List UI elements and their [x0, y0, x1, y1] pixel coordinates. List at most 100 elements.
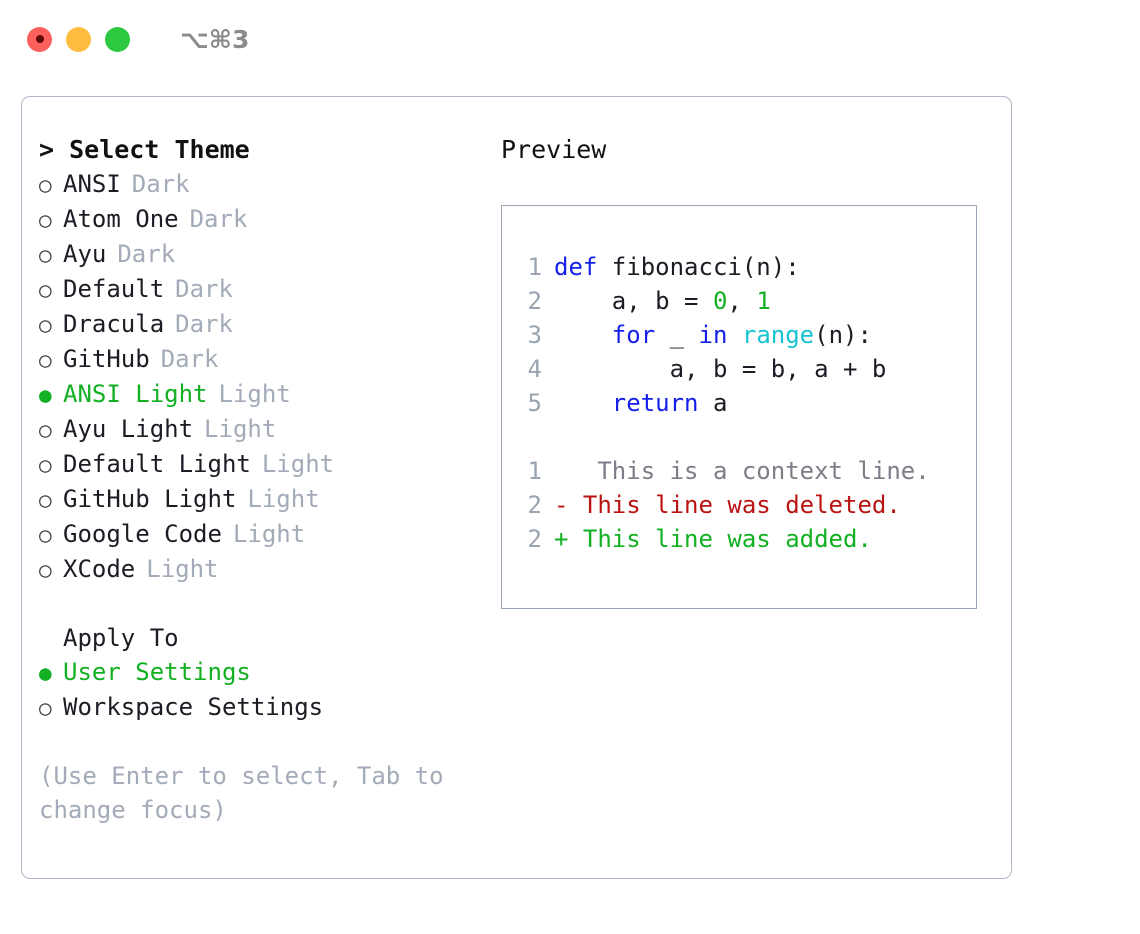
code-line: 5 return a	[516, 386, 976, 420]
spacer	[39, 587, 489, 621]
diff-marker: +	[554, 525, 569, 553]
code-token	[554, 318, 612, 352]
theme-variant-label: Light	[261, 450, 335, 478]
diff-line: 2+ This line was added.	[516, 522, 976, 556]
code-token: ,	[727, 287, 757, 315]
theme-name-label: Atom One	[63, 205, 179, 233]
theme-name-label: ANSI Light	[63, 380, 208, 408]
radio-unselected-icon: ○	[39, 418, 52, 442]
theme-option[interactable]: ○ Dracula Dark	[39, 307, 489, 342]
theme-variant-label: Light	[204, 415, 277, 443]
keyboard-hint: (Use Enter to select, Tab to change focu…	[39, 762, 459, 824]
theme-option[interactable]: ○ GitHub Light Light	[39, 482, 489, 517]
theme-option[interactable]: ○ Google Code Light	[39, 517, 489, 552]
diff-marker: -	[554, 491, 569, 519]
theme-option[interactable]: ○ Atom One Dark	[39, 202, 489, 237]
theme-name-label: Ayu	[63, 240, 107, 268]
radio-unselected-icon: ○	[39, 208, 52, 232]
theme-variant-label: Dark	[160, 345, 219, 373]
theme-variant-label: Light	[232, 520, 306, 548]
minimize-window-button[interactable]	[66, 26, 91, 52]
line-number: 1	[527, 457, 542, 485]
line-number: 5	[527, 389, 542, 417]
theme-option[interactable]: ○ Default Light Light	[39, 447, 489, 482]
theme-variant-label: Dark	[175, 310, 233, 338]
spacer	[39, 725, 489, 759]
theme-variant-label: Dark	[117, 240, 176, 268]
apply-to-option[interactable]: ● User Settings	[39, 655, 489, 690]
code-token: 1	[756, 287, 771, 315]
code-token: def	[554, 253, 598, 281]
theme-name-label: ANSI	[63, 170, 121, 198]
theme-name-label: GitHub	[63, 345, 150, 373]
diff-line: 2- This line was deleted.	[516, 488, 976, 522]
code-line: 2 a, b = 0, 1	[516, 284, 976, 318]
code-line: 4 a, b = b, a + b	[516, 352, 976, 386]
spacer	[516, 420, 976, 454]
theme-variant-label: Light	[146, 555, 219, 583]
radio-unselected-icon: ○	[39, 243, 52, 267]
line-number: 2	[527, 525, 542, 553]
theme-option[interactable]: ○ Ayu Light Light	[39, 412, 489, 447]
apply-to-option[interactable]: ○Workspace Settings	[39, 690, 489, 725]
radio-unselected-icon: ○	[39, 278, 52, 302]
theme-variant-label: Dark	[175, 275, 233, 303]
diff-line: 1 This is a context line.	[516, 454, 976, 488]
theme-name-label: Google Code	[63, 520, 222, 548]
close-window-button[interactable]	[27, 26, 52, 52]
radio-unselected-icon: ○	[39, 348, 52, 372]
theme-name-label: Dracula	[63, 310, 165, 338]
theme-name-label: Default	[63, 275, 165, 303]
radio-unselected-icon: ○	[39, 488, 52, 512]
line-number: 4	[527, 355, 542, 383]
apply-to-header: Apply To	[63, 624, 179, 652]
radio-selected-icon: ●	[39, 661, 52, 685]
theme-variant-label: Light	[247, 485, 320, 513]
code-line: 3 for _ in range(n):	[516, 318, 976, 352]
code-token: range	[741, 321, 815, 349]
apply-to-label: User Settings	[63, 658, 251, 686]
radio-unselected-icon: ○	[39, 173, 52, 197]
window-controls	[27, 26, 130, 52]
theme-option[interactable]: ○ Ayu Dark	[39, 237, 489, 272]
radio-unselected-icon: ○	[39, 453, 52, 477]
theme-option[interactable]: ○ GitHub Dark	[39, 342, 489, 377]
code-token: a, b = b, a + b	[554, 355, 887, 383]
apply-to-list: ● User Settings ○Workspace Settings	[39, 655, 489, 725]
radio-unselected-icon: ○	[39, 696, 52, 720]
code-token: (n):	[814, 321, 872, 349]
theme-option[interactable]: ○ Default Dark	[39, 272, 489, 307]
radio-unselected-icon: ○	[39, 313, 52, 337]
theme-name-label: Ayu Light	[63, 415, 194, 443]
code-token: fibonacci(n):	[597, 253, 800, 281]
theme-name-label: Default Light	[63, 450, 251, 478]
line-number: 2	[527, 287, 542, 315]
code-token: for	[611, 321, 656, 349]
code-token	[554, 386, 612, 420]
theme-variant-label: Light	[218, 380, 291, 408]
radio-unselected-icon: ○	[39, 523, 52, 547]
code-token: in	[698, 321, 728, 349]
diff-marker	[554, 454, 568, 488]
code-line: 1 def fibonacci(n):	[516, 250, 976, 284]
radio-unselected-icon: ○	[39, 558, 52, 582]
diff-sample: 1 This is a context line.2- This line wa…	[516, 454, 976, 556]
code-token: return	[611, 389, 699, 417]
code-token: a, b =	[554, 287, 713, 315]
theme-name-label: GitHub Light	[63, 485, 237, 513]
zoom-window-button[interactable]	[105, 26, 130, 52]
line-number: 1	[527, 253, 542, 281]
theme-variant-label: Dark	[189, 205, 248, 233]
page-title: > Select Theme	[39, 135, 250, 164]
keyboard-shortcut-label: ⌥⌘3	[180, 24, 250, 54]
code-token	[727, 318, 741, 352]
